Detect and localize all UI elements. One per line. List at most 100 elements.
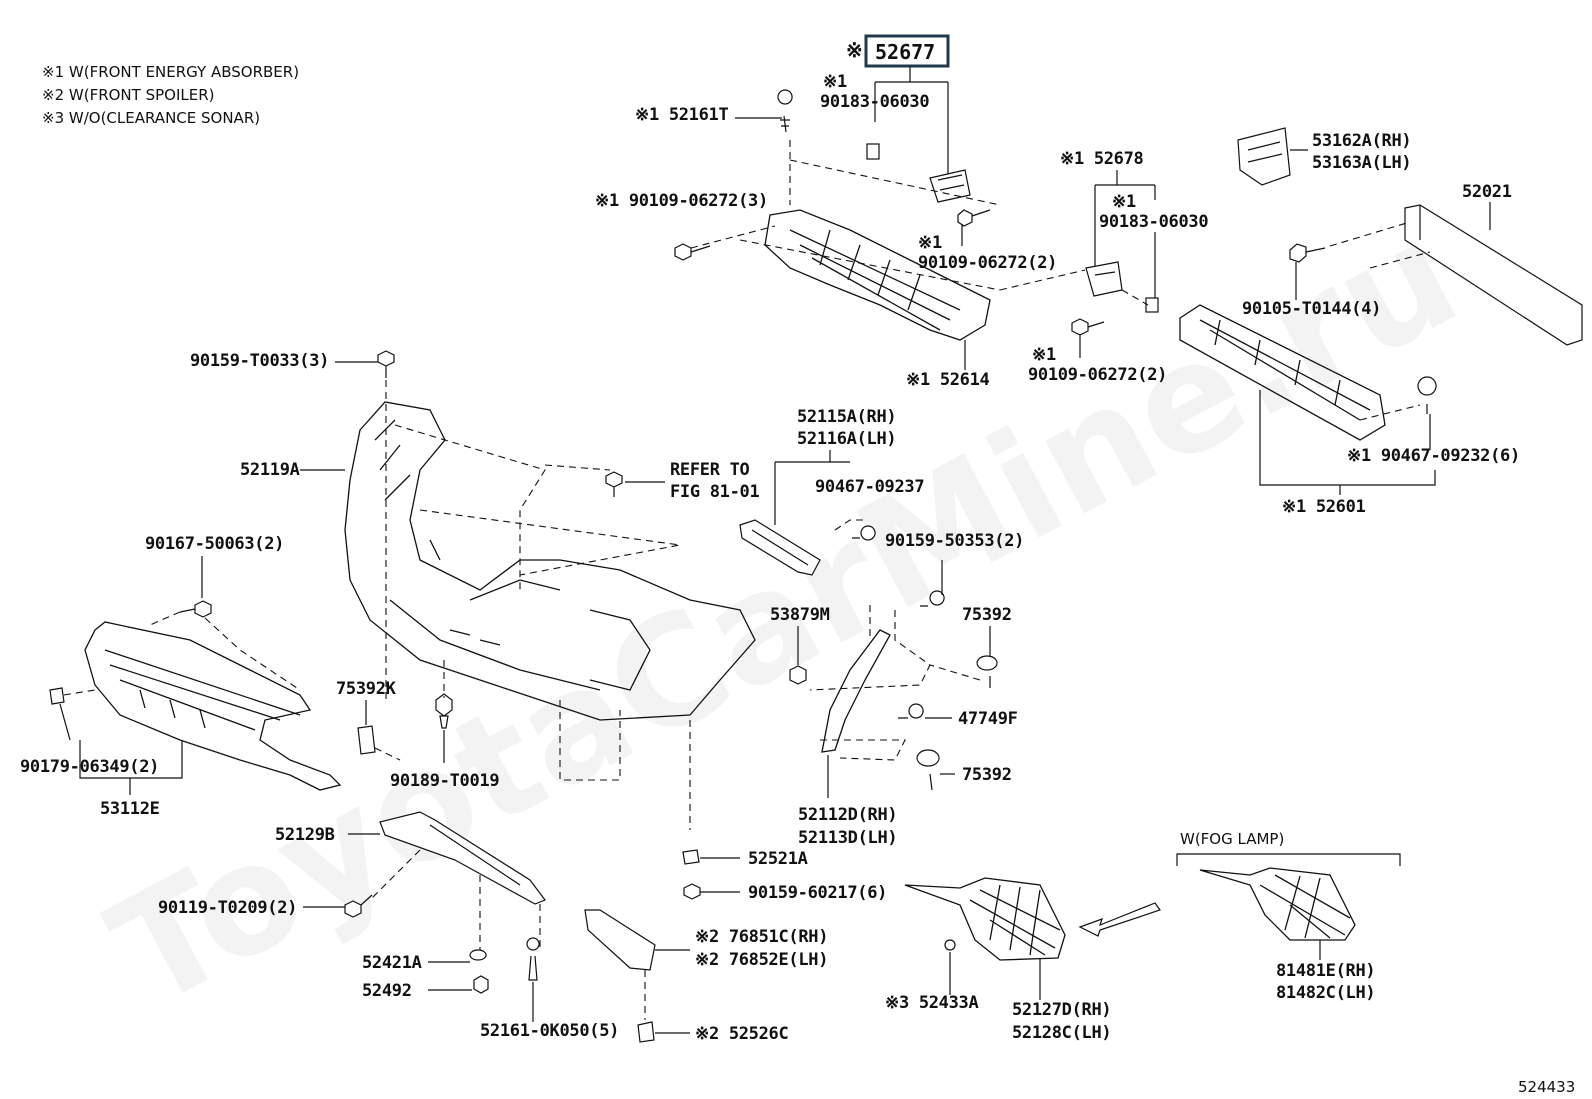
clip-75392-b-icon bbox=[916, 749, 940, 791]
part-label-76851C[interactable]: ※2 76851C(RH) bbox=[695, 927, 828, 947]
part-label-53162A[interactable]: 53162A(RH) bbox=[1312, 131, 1412, 151]
part-label-90109-06272-3[interactable]: ※1 90109-06272(3) bbox=[595, 191, 768, 211]
part-label-52677[interactable]: 52677 bbox=[875, 40, 935, 64]
part-label-75392K[interactable]: 75392K bbox=[336, 679, 397, 699]
part-label-90179[interactable]: 90179-06349(2) bbox=[20, 757, 159, 777]
part-label-52678[interactable]: ※1 52678 bbox=[1060, 149, 1144, 169]
absorber-52601-icon bbox=[1179, 304, 1386, 441]
fog-lamp-bracket bbox=[1176, 853, 1401, 866]
part-label-52614[interactable]: ※1 52614 bbox=[906, 370, 990, 390]
clip-75392-a-icon bbox=[976, 655, 998, 688]
clip-nut-icon bbox=[866, 143, 880, 160]
fog-cover-mesh bbox=[969, 884, 1061, 956]
dash-line-52601 bbox=[1359, 404, 1421, 421]
fog-cover-52127D-icon bbox=[904, 877, 1066, 961]
part-label-76852E[interactable]: ※2 76852E(LH) bbox=[695, 950, 828, 970]
part-label-90167[interactable]: 90167-50063(2) bbox=[145, 534, 284, 554]
part-label-52115A[interactable]: 52115A(RH) bbox=[797, 407, 897, 427]
part-label-52492[interactable]: 52492 bbox=[362, 981, 412, 1001]
part-label-90159-60217[interactable]: 90159-60217(6) bbox=[748, 883, 887, 903]
part-label-90109-06272-2b-mark: ※1 bbox=[1032, 345, 1056, 365]
fog-lamp-label: W(FOG LAMP) bbox=[1180, 830, 1284, 848]
washer-52421A-icon bbox=[469, 949, 487, 961]
sensor-hole-icon bbox=[944, 939, 956, 951]
part-label-90467-09237[interactable]: 90467-09237 bbox=[815, 477, 925, 497]
part-label-53112E[interactable]: 53112E bbox=[100, 799, 160, 819]
bolt-icon-2 bbox=[957, 209, 991, 227]
lower-grille-details bbox=[104, 649, 301, 731]
part-label-53163A[interactable]: 53163A(LH) bbox=[1312, 153, 1412, 173]
screw-47749F-icon bbox=[898, 703, 924, 719]
part-label-52161T[interactable]: ※1 52161T bbox=[635, 105, 729, 125]
cover-52129B-icon bbox=[379, 811, 546, 905]
leader-52678 bbox=[1094, 170, 1156, 268]
part-label-90109-06272-2b[interactable]: 90109-06272(2) bbox=[1028, 365, 1167, 385]
part-label-52421A[interactable]: 52421A bbox=[362, 953, 422, 973]
clip-52161T-icon bbox=[777, 89, 793, 133]
dash-line-2 bbox=[1121, 289, 1149, 306]
legend-item-3: ※3 W/O(CLEARANCE SONAR) bbox=[42, 109, 260, 127]
legend: ※1 W(FRONT ENERGY ABSORBER) ※2 W(FRONT S… bbox=[42, 63, 299, 127]
part-label-90105-T0144[interactable]: 90105-T0144(4) bbox=[1242, 299, 1381, 319]
bolt-icon-4 bbox=[1289, 243, 1326, 263]
part-label-52128C[interactable]: 52128C(LH) bbox=[1012, 1023, 1112, 1043]
part-label-52521A[interactable]: 52521A bbox=[748, 849, 808, 869]
part-label-81482C[interactable]: 81482C(LH) bbox=[1276, 983, 1376, 1003]
part-label-90183-06030-mark: ※1 bbox=[823, 72, 847, 92]
part-label-90109-06272-2a-mark: ※1 bbox=[918, 233, 942, 253]
part-label-52433A[interactable]: ※3 52433A bbox=[885, 993, 979, 1013]
part-label-52601[interactable]: ※1 52601 bbox=[1282, 497, 1366, 517]
part-label-52021[interactable]: 52021 bbox=[1462, 182, 1512, 202]
dash-lines-52129B bbox=[369, 849, 541, 950]
part-label-52129B[interactable]: 52129B bbox=[275, 825, 335, 845]
dash-75392K bbox=[374, 747, 401, 761]
part-label-90183-06030-b-mark: ※1 bbox=[1112, 192, 1136, 212]
part-label-52526C[interactable]: ※2 52526C bbox=[695, 1024, 789, 1044]
clip-90189-icon bbox=[435, 693, 453, 729]
part-label-90183-06030[interactable]: 90183-06030 bbox=[820, 92, 930, 112]
part-label-90189[interactable]: 90189-T0019 bbox=[390, 771, 500, 791]
part-label-52112D[interactable]: 52112D(RH) bbox=[798, 805, 898, 825]
dash-lines-grille bbox=[149, 611, 301, 691]
part-label-90159-T0033[interactable]: 90159-T0033(3) bbox=[190, 351, 329, 371]
part-label-52113D[interactable]: 52113D(LH) bbox=[798, 828, 898, 848]
part-label-81481E[interactable]: 81481E(RH) bbox=[1276, 961, 1376, 981]
clip-90179-icon bbox=[49, 687, 65, 705]
bracket-53162A-icon bbox=[1237, 127, 1291, 186]
part-label-52116A[interactable]: 52116A(LH) bbox=[797, 429, 897, 449]
leader-52677 bbox=[874, 66, 949, 178]
refer-line-2[interactable]: FIG 81-01 bbox=[670, 482, 760, 502]
clip-52492-icon bbox=[473, 975, 489, 994]
bolt-icon-5 bbox=[377, 350, 395, 378]
dash-line-90179 bbox=[63, 689, 96, 696]
leader-53112E bbox=[79, 740, 183, 779]
part-label-52119A[interactable]: 52119A bbox=[240, 460, 300, 480]
absorber-ribs bbox=[789, 229, 961, 331]
part-label-53879M[interactable]: 53879M bbox=[770, 605, 830, 625]
part-label-52127D[interactable]: 52127D(RH) bbox=[1012, 1000, 1112, 1020]
highlight-box[interactable] bbox=[864, 34, 950, 68]
part-label-90467-09232[interactable]: ※1 90467-09232(6) bbox=[1347, 446, 1520, 466]
part-label-90159-50353[interactable]: 90159-50353(2) bbox=[885, 531, 1024, 551]
part-label-90183-06030-b[interactable]: 90183-06030 bbox=[1099, 212, 1209, 232]
legend-item-2: ※2 W(FRONT SPOILER) bbox=[42, 86, 214, 104]
absorber-52614-icon bbox=[764, 209, 991, 341]
part-label-90119[interactable]: 90119-T0209(2) bbox=[158, 898, 297, 918]
bumper-cover-details bbox=[374, 419, 651, 691]
retainer-52115A-icon bbox=[739, 519, 821, 576]
refer-line-1[interactable]: REFER TO bbox=[670, 460, 750, 480]
part-label-75392-a[interactable]: 75392 bbox=[962, 605, 1012, 625]
part-label-90109-06272-2a[interactable]: 90109-06272(2) bbox=[918, 253, 1057, 273]
dash-line-retainer bbox=[834, 519, 868, 531]
highlight-mark: ※ bbox=[846, 38, 863, 62]
bolt-icon-6 bbox=[179, 600, 212, 618]
clip-90467-icon bbox=[1417, 376, 1437, 414]
dash-lines-bumper bbox=[394, 424, 681, 590]
screw-75392-top-icon bbox=[920, 590, 945, 607]
part-label-47749F[interactable]: 47749F bbox=[958, 709, 1018, 729]
part-label-52161-0K050[interactable]: 52161-0K050(5) bbox=[480, 1021, 619, 1041]
part-label-75392-b[interactable]: 75392 bbox=[962, 765, 1012, 785]
leader-52115A bbox=[774, 450, 850, 525]
reinforcement-52021-icon bbox=[1404, 204, 1583, 346]
